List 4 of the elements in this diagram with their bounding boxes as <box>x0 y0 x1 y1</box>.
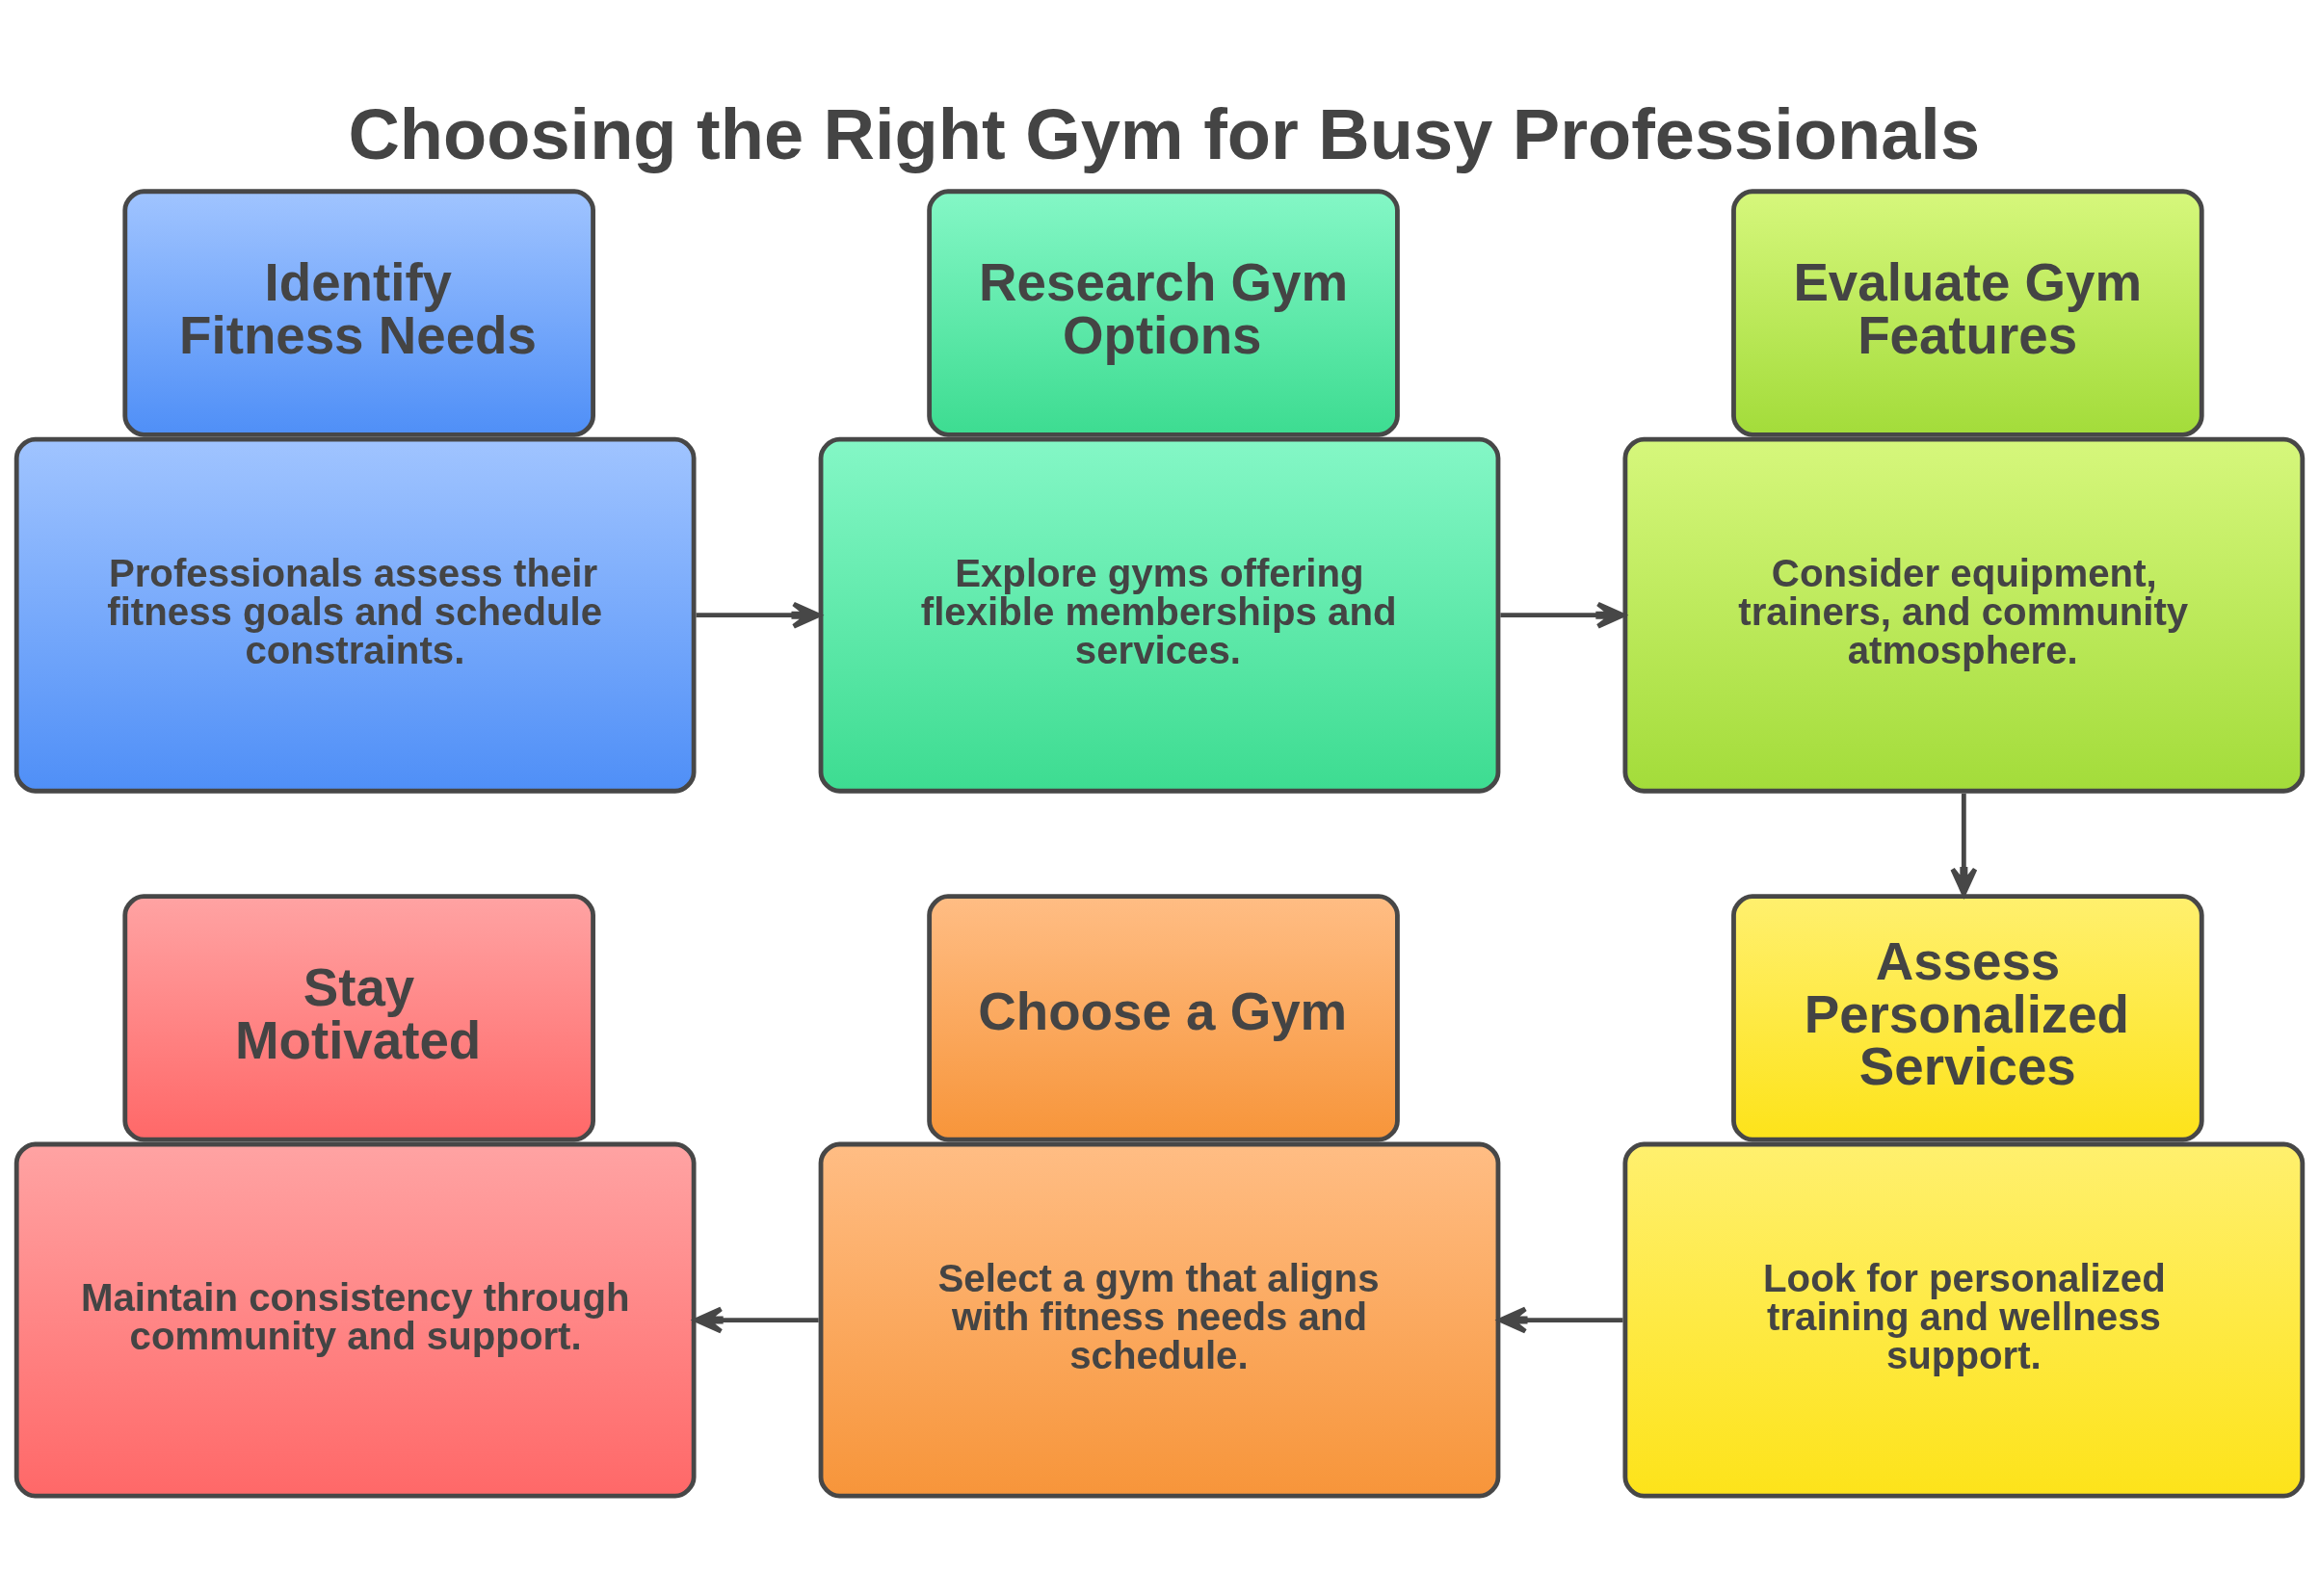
arrow <box>1950 794 1978 897</box>
diagram-title: Choosing the Right Gym for Busy Professionals <box>348 94 1981 175</box>
arrow <box>696 601 822 629</box>
arrow <box>1497 1306 1623 1334</box>
